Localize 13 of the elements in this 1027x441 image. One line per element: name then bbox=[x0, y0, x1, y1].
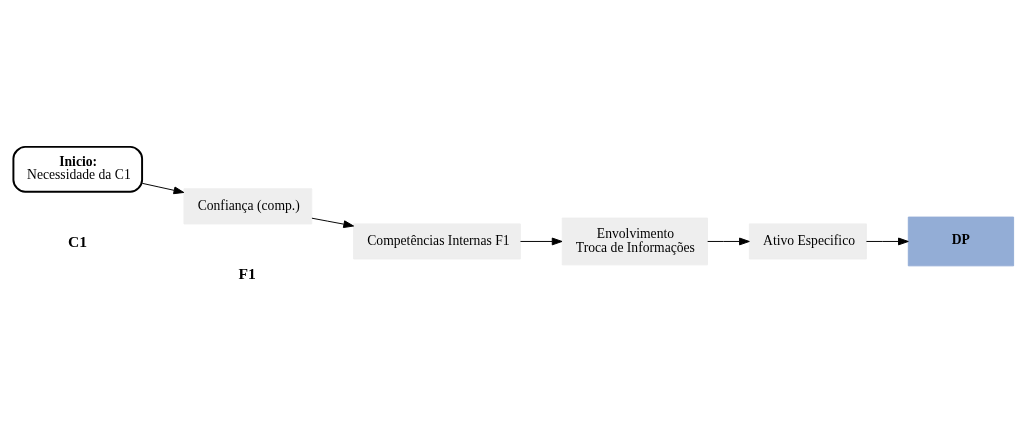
arrow bbox=[141, 182, 185, 195]
node-box: Ativo Especifico bbox=[748, 223, 867, 260]
node-box: Envolvimento Troca de Informações bbox=[561, 217, 708, 266]
arrow bbox=[520, 237, 563, 246]
arrow bbox=[707, 237, 750, 246]
node-box: Inicio: Necessidade da C1 bbox=[12, 145, 144, 193]
label: F1 bbox=[238, 265, 256, 283]
node-box: Confiança (comp.) bbox=[183, 188, 313, 225]
label: C1 bbox=[68, 233, 88, 251]
arrow bbox=[865, 237, 909, 246]
node-box: Competências Internas F1 bbox=[353, 223, 521, 260]
node-box: DP bbox=[907, 216, 1015, 267]
arrow bbox=[311, 217, 355, 229]
